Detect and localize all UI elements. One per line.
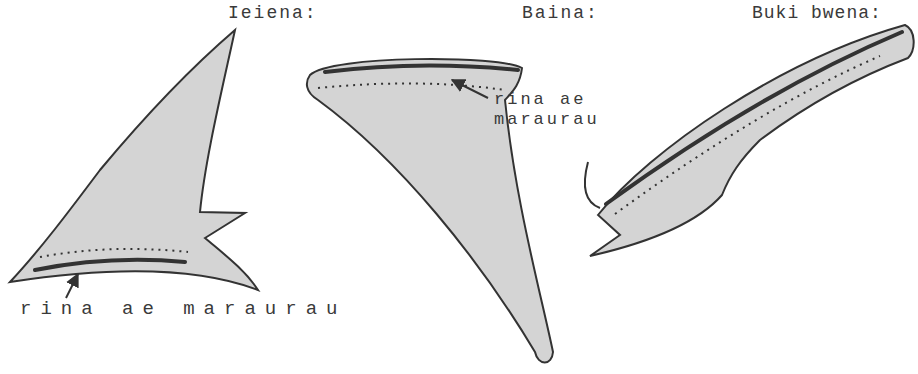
tail-fin	[585, 25, 914, 256]
part-label: rina ae maraurau	[494, 90, 614, 131]
part-label: rina ae maraurau	[20, 298, 346, 321]
dorsal-fin	[10, 30, 258, 298]
fin-name: Buki bwena:	[752, 3, 882, 25]
fin-name: Baina:	[522, 3, 599, 25]
fin-name: Ieiena:	[228, 3, 318, 25]
